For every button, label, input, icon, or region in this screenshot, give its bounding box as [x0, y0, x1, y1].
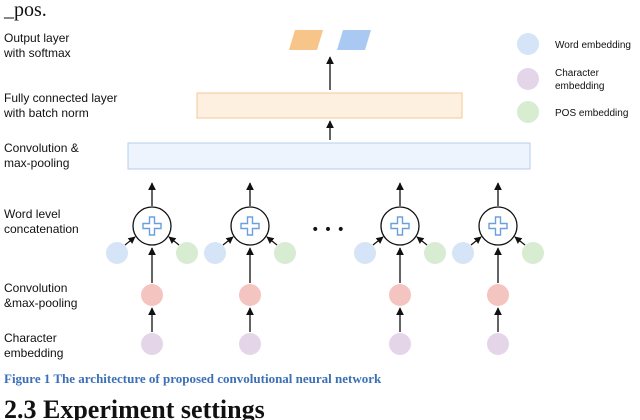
- char-conv-node: [389, 284, 411, 306]
- char-conv-node: [239, 284, 261, 306]
- char-conv-node: [141, 284, 163, 306]
- plus-icon: [142, 216, 162, 236]
- char-conv-label: Convolution&max-pooling: [4, 281, 77, 310]
- bottom-text-fragment: 2.3 Experiment settings: [4, 395, 265, 420]
- legend-swatch: [517, 33, 539, 55]
- pos-embedding-node: [522, 242, 544, 264]
- word-embedding-node: [354, 242, 376, 264]
- legend-swatch: [517, 101, 539, 123]
- legend-label: POS embedding: [555, 108, 628, 119]
- convolution-maxpooling-box: [127, 142, 531, 170]
- pos-embedding-node: [424, 242, 446, 264]
- pos-embedding-node: [274, 242, 296, 264]
- word-embedding-node: [452, 242, 474, 264]
- character-embedding-node: [487, 333, 509, 355]
- arrow-word-emb-to-concat: [222, 236, 234, 246]
- word-column: [106, 182, 198, 355]
- character-embedding-node: [141, 333, 163, 355]
- legend-swatch: [517, 68, 539, 90]
- output-probability-blue: [337, 30, 371, 50]
- arrow-pos-emb-to-concat: [514, 236, 526, 246]
- arrow-word-emb-to-concat: [372, 236, 384, 246]
- word-column: [354, 182, 446, 355]
- word-column: [452, 182, 544, 355]
- arrow-word-emb-to-concat: [124, 236, 136, 246]
- ellipsis: • • •: [311, 222, 345, 238]
- legend-label: Word embedding: [555, 40, 631, 51]
- plus-icon: [240, 216, 260, 236]
- word-embedding-node: [204, 242, 226, 264]
- legend-pos-embedding: POS embedding: [517, 101, 628, 123]
- pos-embedding-node: [176, 242, 198, 264]
- conv-layer-label: Convolution &max-pooling: [4, 141, 79, 170]
- plus-icon: [488, 216, 508, 236]
- word-columns: [106, 182, 544, 355]
- arrow-pos-emb-to-concat: [416, 236, 428, 246]
- character-embedding-node: [239, 333, 261, 355]
- fully-connected-layer-box: [196, 92, 463, 119]
- word-column: [204, 182, 296, 355]
- output-probability-orange: [289, 30, 323, 50]
- char-conv-node: [487, 284, 509, 306]
- plus-icon: [390, 216, 410, 236]
- character-embedding-node: [389, 333, 411, 355]
- top-text-fragment: _pos.: [3, 0, 47, 21]
- word-embedding-node: [106, 242, 128, 264]
- arrow-pos-emb-to-concat: [168, 236, 180, 246]
- legend-word-embedding: Word embedding: [517, 33, 631, 55]
- figure-caption: Figure 1 The architecture of proposed co…: [4, 371, 382, 386]
- arrow-pos-emb-to-concat: [266, 236, 278, 246]
- arrow-word-emb-to-concat: [470, 236, 482, 246]
